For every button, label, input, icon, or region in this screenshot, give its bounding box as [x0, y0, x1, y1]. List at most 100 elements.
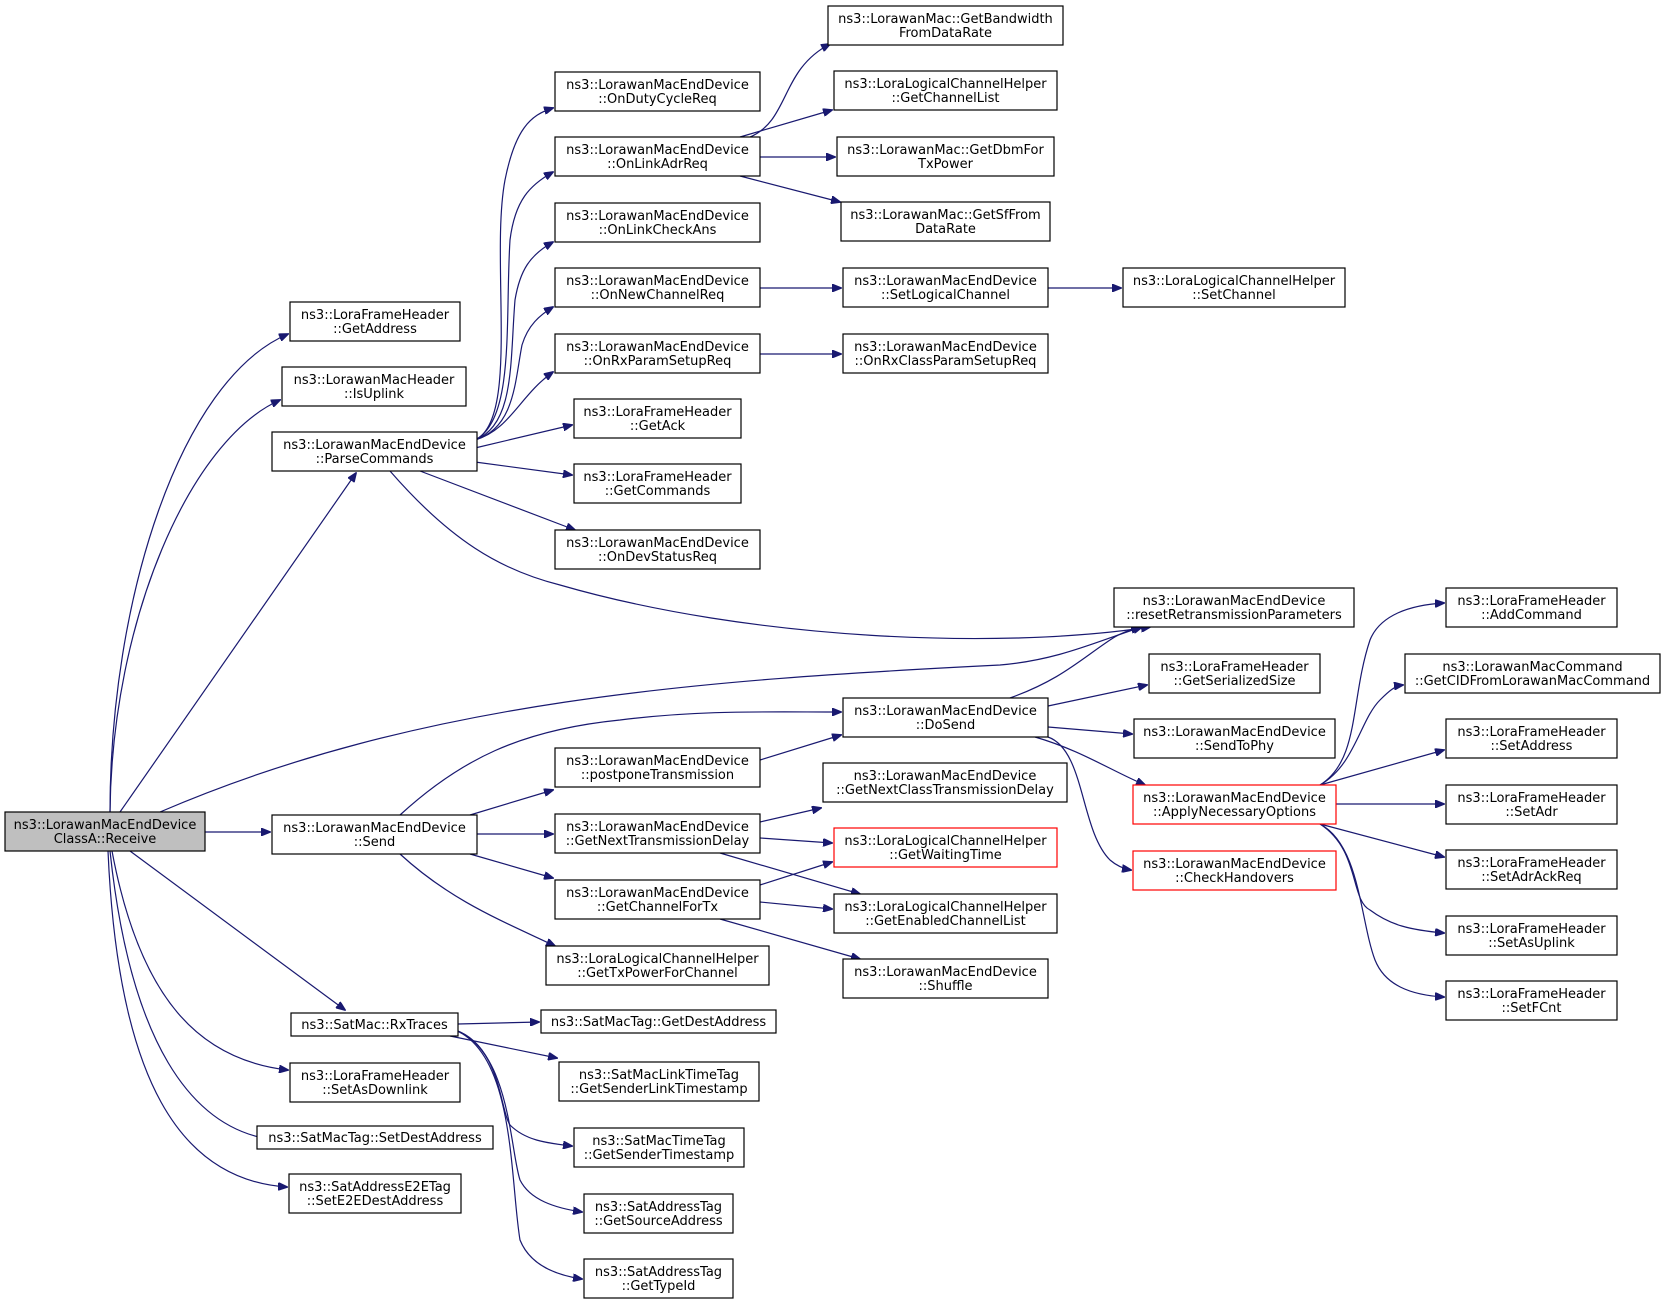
node-getbandwidth[interactable]: ns3::LorawanMac::GetBandwidthFromDataRat… — [827, 5, 1064, 46]
node-onlinkcheck[interactable]: ns3::LorawanMacEndDevice::OnLinkCheckAns — [554, 202, 761, 243]
node-setchannel[interactable]: ns3::LoraLogicalChannelHelper::SetChanne… — [1122, 267, 1346, 308]
node-ondutycycle[interactable]: ns3::LorawanMacEndDevice::OnDutyCycleReq — [554, 71, 761, 112]
node-box — [833, 893, 1058, 934]
edge-root-to-setdestaddr — [109, 850, 275, 1140]
node-box — [836, 136, 1055, 177]
node-box — [554, 267, 761, 308]
node-label: ClassA::Receive — [54, 832, 157, 847]
node-label: ns3::LorawanMacEndDevice — [283, 821, 466, 836]
node-ondevstatus[interactable]: ns3::LorawanMacEndDevice::OnDevStatusReq — [554, 529, 761, 570]
node-addcommand[interactable]: ns3::LoraFrameHeader::AddCommand — [1445, 587, 1618, 628]
node-label: ::SetAdrAckReq — [1481, 870, 1581, 885]
node-gettypeid[interactable]: ns3::SatAddressTag::GetTypeId — [583, 1258, 734, 1299]
node-label: TxPower — [917, 157, 974, 172]
node-label: DataRate — [915, 222, 976, 237]
node-label: ::OnRxClassParamSetupReq — [855, 354, 1037, 369]
node-getwaiting[interactable]: ns3::LoraLogicalChannelHelper::GetWaitin… — [833, 827, 1058, 868]
node-dosend[interactable]: ns3::LorawanMacEndDevice::DoSend — [842, 697, 1049, 738]
node-label: ns3::LorawanMacCommand — [1442, 660, 1622, 675]
node-setlogical[interactable]: ns3::LorawanMacEndDevice::SetLogicalChan… — [842, 267, 1049, 308]
node-getsendertime[interactable]: ns3::SatMacTimeTag::GetSenderTimestamp — [573, 1127, 745, 1168]
node-label: ::OnDutyCycleReq — [598, 92, 717, 107]
node-rxtraces[interactable]: ns3::SatMac::RxTraces — [290, 1012, 459, 1037]
node-label: ns3::LoraFrameHeader — [583, 405, 732, 420]
node-box — [554, 202, 761, 243]
node-box — [281, 366, 467, 407]
node-getenabled[interactable]: ns3::LoraLogicalChannelHelper::GetEnable… — [833, 893, 1058, 934]
node-box — [289, 301, 461, 342]
node-label: ::GetAddress — [333, 322, 417, 337]
node-label: ::CheckHandovers — [1175, 871, 1294, 886]
node-send[interactable]: ns3::LorawanMacEndDevice::Send — [271, 814, 478, 855]
node-label: ns3::LorawanMacEndDevice — [566, 536, 749, 551]
node-reset[interactable]: ns3::LorawanMacEndDevice::resetRetransmi… — [1113, 587, 1355, 628]
node-box — [290, 1012, 459, 1037]
node-label: ns3::LoraFrameHeader — [1457, 791, 1606, 806]
node-box — [822, 762, 1068, 803]
edge-dosend-to-sendtophy — [1047, 726, 1132, 734]
node-label: ::GetAck — [630, 419, 686, 434]
node-box — [1113, 587, 1355, 628]
node-getnextclass[interactable]: ns3::LorawanMacEndDevice::GetNextClassTr… — [822, 762, 1068, 803]
node-label: ns3::LorawanMacEndDevice — [566, 886, 749, 901]
node-box — [1445, 849, 1618, 890]
node-onrxparam[interactable]: ns3::LorawanMacEndDevice::OnRxParamSetup… — [554, 333, 761, 374]
node-setasdownlink[interactable]: ns3::LoraFrameHeader::SetAsDownlink — [289, 1062, 461, 1103]
node-label: ::GetChannelList — [891, 91, 999, 106]
node-sete2e[interactable]: ns3::SatAddressE2ETag::SetE2EDestAddress — [288, 1173, 462, 1214]
node-getcommands[interactable]: ns3::LoraFrameHeader::GetCommands — [573, 463, 742, 504]
node-getsenderlink[interactable]: ns3::SatMacLinkTimeTag::GetSenderLinkTim… — [558, 1061, 760, 1102]
node-gettxpower[interactable]: ns3::LoraLogicalChannelHelper::GetTxPowe… — [545, 945, 770, 986]
node-getcid[interactable]: ns3::LorawanMacCommand::GetCIDFromLorawa… — [1404, 653, 1661, 694]
node-box — [554, 747, 761, 788]
node-onnewchannel[interactable]: ns3::LorawanMacEndDevice::OnNewChannelRe… — [554, 267, 761, 308]
node-getnexttx[interactable]: ns3::LorawanMacEndDevice::GetNextTransmi… — [554, 813, 761, 854]
node-box — [842, 697, 1049, 738]
node-parse[interactable]: ns3::LorawanMacEndDevice::ParseCommands — [271, 431, 478, 472]
node-setfcnt[interactable]: ns3::LoraFrameHeader::SetFCnt — [1445, 980, 1618, 1021]
node-setadr[interactable]: ns3::LoraFrameHeader::SetAdr — [1445, 784, 1618, 825]
node-label: ::GetEnabledChannelList — [865, 914, 1026, 929]
node-label: ::SetE2EDestAddress — [307, 1194, 444, 1209]
node-label: ::Send — [354, 835, 396, 850]
node-box — [833, 70, 1058, 111]
node-getchanfortx[interactable]: ns3::LorawanMacEndDevice::GetChannelForT… — [554, 879, 761, 920]
node-getdestaddr[interactable]: ns3::SatMacTag::GetDestAddress — [540, 1009, 777, 1034]
node-getchannellist[interactable]: ns3::LoraLogicalChannelHelper::GetChanne… — [833, 70, 1058, 111]
node-label: ns3::SatMacTag::GetDestAddress — [551, 1015, 767, 1030]
node-onlinkadr[interactable]: ns3::LorawanMacEndDevice::OnLinkAdrReq — [554, 136, 761, 177]
node-box — [1445, 587, 1618, 628]
node-shuffle[interactable]: ns3::LorawanMacEndDevice::Shuffle — [842, 958, 1049, 999]
node-label: ::ParseCommands — [316, 452, 434, 467]
node-label: ::DoSend — [916, 718, 975, 733]
node-applyopts[interactable]: ns3::LorawanMacEndDevice::ApplyNecessary… — [1132, 784, 1337, 825]
node-onrxclass[interactable]: ns3::LorawanMacEndDevice::OnRxClassParam… — [842, 333, 1049, 374]
node-getsource[interactable]: ns3::SatAddressTag::GetSourceAddress — [583, 1193, 734, 1234]
node-isuplink[interactable]: ns3::LorawanMacHeader::IsUplink — [281, 366, 467, 407]
node-label: ns3::LoraFrameHeader — [1160, 660, 1309, 675]
node-box — [271, 814, 478, 855]
node-label: ::OnLinkAdrReq — [607, 157, 708, 172]
node-label: ::GetCIDFromLorawanMacCommand — [1415, 674, 1650, 689]
node-sendtophy[interactable]: ns3::LorawanMacEndDevice::SendToPhy — [1133, 718, 1336, 759]
node-label: ::GetSenderTimestamp — [584, 1148, 735, 1163]
node-getserialized[interactable]: ns3::LoraFrameHeader::GetSerializedSize — [1148, 653, 1321, 694]
node-label: ns3::LorawanMac::GetBandwidth — [838, 12, 1053, 27]
node-checkhandovers[interactable]: ns3::LorawanMacEndDevice::CheckHandovers — [1132, 850, 1337, 891]
node-setaddress[interactable]: ns3::LoraFrameHeader::SetAddress — [1445, 718, 1618, 759]
node-postpone[interactable]: ns3::LorawanMacEndDevice::postponeTransm… — [554, 747, 761, 788]
node-setasuplink[interactable]: ns3::LoraFrameHeader::SetAsUplink — [1445, 915, 1618, 956]
node-getaddress[interactable]: ns3::LoraFrameHeader::GetAddress — [289, 301, 461, 342]
node-label: ::SetAsDownlink — [322, 1083, 428, 1098]
node-box — [1404, 653, 1661, 694]
node-setadrack[interactable]: ns3::LoraFrameHeader::SetAdrAckReq — [1445, 849, 1618, 890]
node-label: ns3::LorawanMacEndDevice — [854, 274, 1037, 289]
node-getack[interactable]: ns3::LoraFrameHeader::GetAck — [573, 398, 742, 439]
node-setdestaddr[interactable]: ns3::SatMacTag::SetDestAddress — [256, 1125, 494, 1150]
node-box — [1132, 784, 1337, 825]
node-label: ns3::LoraLogicalChannelHelper — [844, 77, 1047, 92]
node-box — [554, 333, 761, 374]
